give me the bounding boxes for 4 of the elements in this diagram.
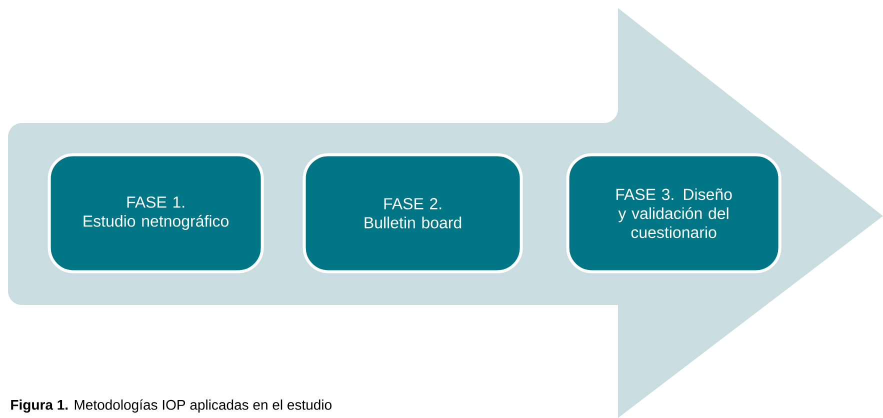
caption: Figura 1. Metodologías IOP aplicadas en el estudio (11, 399, 332, 413)
phase-box: FASE 1. Estudio netnográfico (48, 153, 264, 274)
phase-box: FASE 3. Diseño y validación del cuestionario (566, 153, 782, 274)
phase-box: FASE 2. Bulletin board (302, 153, 523, 274)
